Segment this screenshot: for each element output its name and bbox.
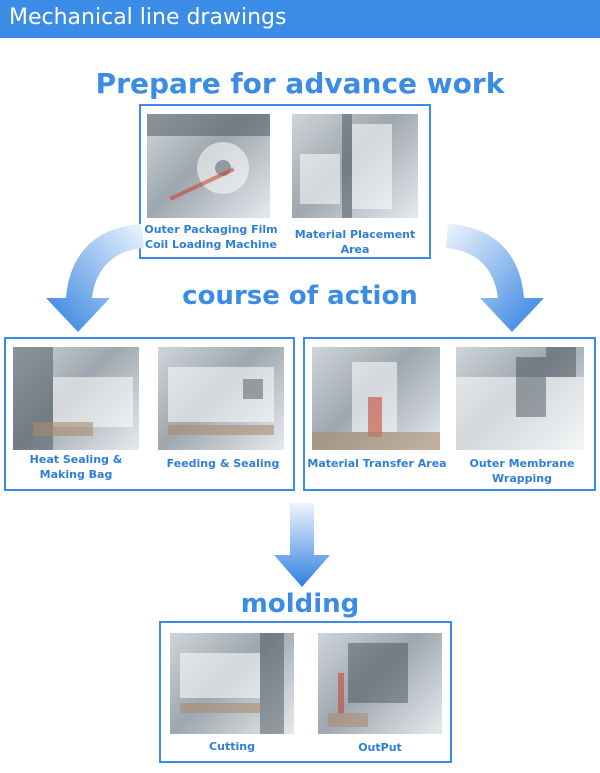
item-label: OutPut bbox=[358, 741, 402, 754]
item-label: Heat Sealing & Making Bag bbox=[29, 453, 123, 481]
course-heading: course of action bbox=[182, 281, 418, 311]
right-curved-arrow-icon bbox=[446, 224, 544, 332]
cutting-photo bbox=[170, 633, 294, 734]
item-label: Outer Membrane Wrapping bbox=[469, 457, 575, 485]
item-label: Feeding & Sealing bbox=[166, 457, 280, 470]
material-placement-photo bbox=[292, 114, 418, 218]
down-arrow-icon bbox=[274, 503, 330, 587]
course-right-box: Material Transfer Area Outer Membrane Wr… bbox=[303, 337, 596, 491]
feeding-sealing-photo bbox=[158, 347, 284, 450]
left-curved-arrow-icon bbox=[46, 224, 144, 332]
molding-box: Cutting OutPut bbox=[159, 621, 452, 763]
page-title: Mechanical line drawings bbox=[9, 5, 287, 30]
molding-heading: molding bbox=[240, 589, 360, 619]
prepare-heading: Prepare for advance work bbox=[95, 67, 505, 100]
header-bar: Mechanical line drawings bbox=[0, 0, 600, 38]
course-left-box: Heat Sealing & Making Bag Feeding & Seal… bbox=[4, 337, 295, 491]
material-transfer-photo bbox=[312, 347, 440, 450]
item-label: Outer Packaging Film Coil Loading Machin… bbox=[144, 223, 278, 251]
item-label: Cutting bbox=[209, 740, 255, 753]
prepare-box: Outer Packaging Film Coil Loading Machin… bbox=[139, 104, 431, 259]
item-label: Material Transfer Area bbox=[307, 457, 447, 470]
membrane-wrapping-photo bbox=[456, 347, 584, 450]
film-coil-photo bbox=[147, 114, 270, 218]
heat-sealing-photo bbox=[13, 347, 139, 450]
item-label: Material Placement Area bbox=[294, 228, 416, 256]
output-photo bbox=[318, 633, 442, 734]
